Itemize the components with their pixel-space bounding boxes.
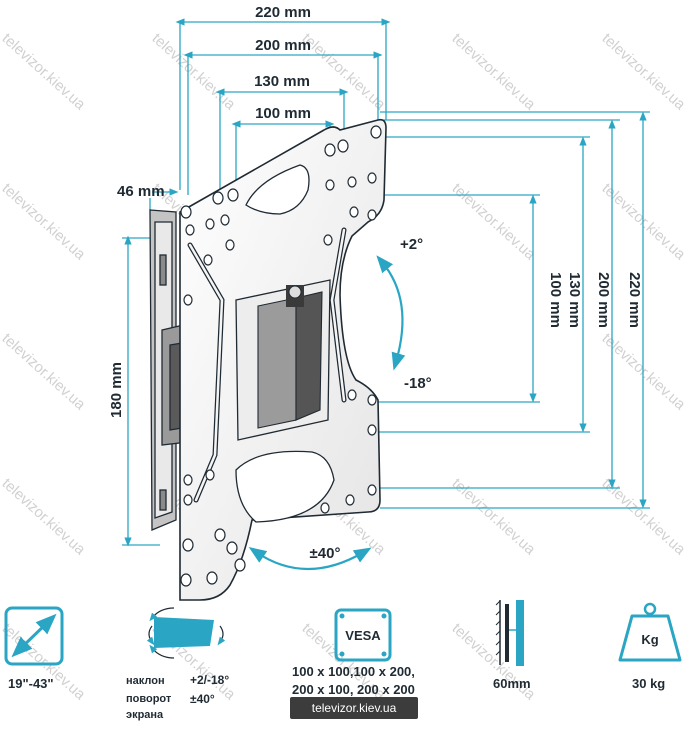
wall-depth-icon [495,600,524,666]
weight-badge-text: Kg [641,632,658,647]
vesa-sizes-line-1: 100 x 100,100 x 200, [292,664,415,679]
screen-size-label: 19"-43" [8,676,54,691]
swivel-label: ±40° [310,545,341,562]
height-100-label: 100 mm [547,272,564,328]
screen-size-icon [4,606,64,666]
tilt-up-label: +2° [400,236,423,253]
site-badge: televizor.kiev.ua [290,697,418,719]
vesa-icon: VESA [334,608,392,662]
weight-icon: Kg [618,602,682,662]
rotate-label-2: экрана [126,709,164,721]
width-100-label: 100 mm [255,105,311,122]
swivel-arc [248,547,372,571]
vesa-plate [179,118,387,601]
depth-46-label: 46 mm [117,183,165,200]
height-130-label: 130 mm [566,272,583,328]
tilt-swivel-icon [146,607,226,659]
vesa-sizes-line-2: 200 x 100, 200 x 200 [292,682,415,697]
vesa-holes [180,125,382,587]
rotate-value: ±40° [190,692,215,706]
height-200-label: 200 mm [595,272,612,328]
width-220-label: 220 mm [255,4,311,21]
width-130-label: 130 mm [254,73,310,90]
rotate-label-1: поворот [126,693,172,705]
width-200-label: 200 mm [255,37,311,54]
tilt-down-label: -18° [404,375,432,392]
tilt-value: +2/-18° [190,673,230,687]
depth-label: 60mm [493,676,531,691]
vesa-badge-text: VESA [345,628,381,643]
height-220-label: 220 mm [626,272,643,328]
height-dimension-lines [122,111,650,547]
height-180-label: 180 mm [108,362,125,418]
tilt-label: наклон [126,675,165,687]
weight-label: 30 kg [632,676,666,691]
tilt-arc [376,255,406,371]
